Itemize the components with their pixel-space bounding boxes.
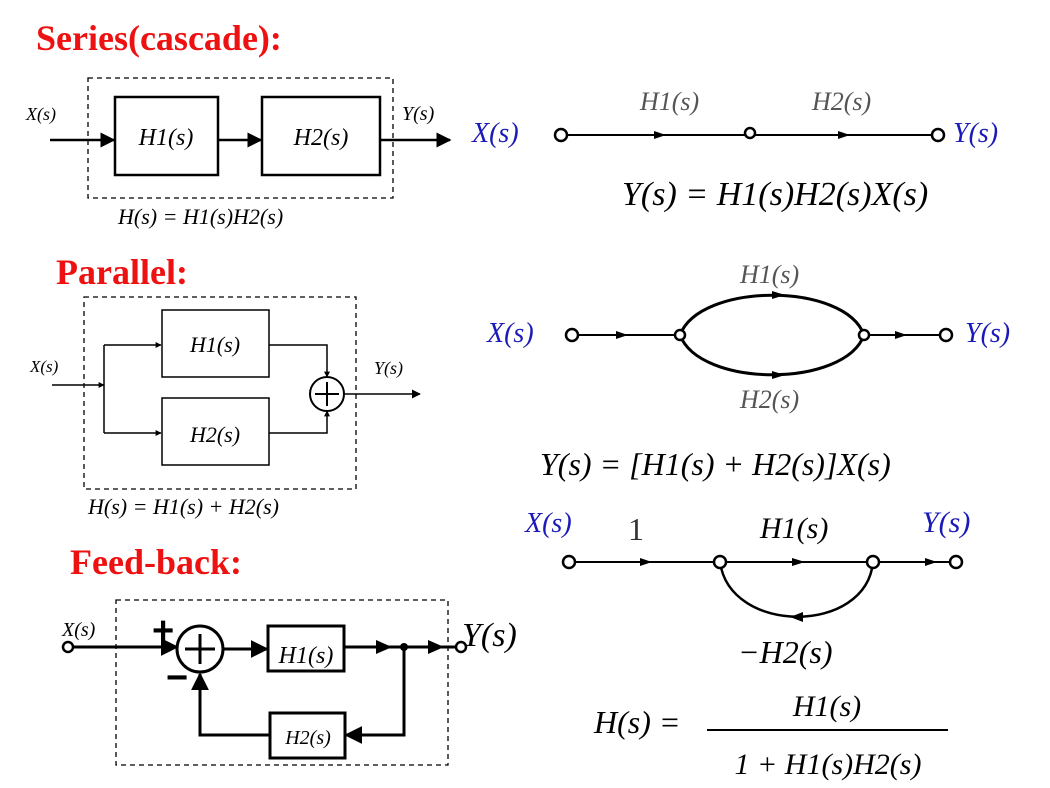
parallel-h2-block bbox=[161, 397, 270, 466]
feedback-block-diagram: X(s) + − H1(s) Y(s) H2(s) bbox=[61, 599, 517, 766]
series-flow-output-label: Y(s) bbox=[953, 118, 998, 149]
series-flow-output-node bbox=[930, 127, 946, 143]
series-flow-input-label: X(s) bbox=[471, 118, 519, 149]
feedback-h2-label: H2(s) bbox=[284, 727, 331, 749]
feedback-title: Feed-back: bbox=[70, 542, 242, 582]
series-h1-block bbox=[113, 95, 220, 177]
feedback-h1-label: H1(s) bbox=[278, 643, 334, 669]
series-flow-gain-2: H2(s) bbox=[811, 87, 871, 116]
feedback-plus-sign: + bbox=[152, 610, 174, 652]
series-flow-input-node bbox=[553, 127, 569, 143]
series-title: Series(cascade): bbox=[36, 18, 282, 58]
parallel-flow-join-node bbox=[857, 328, 871, 342]
series-system-boundary bbox=[87, 77, 394, 199]
feedback-equation-numerator: H1(s) bbox=[792, 690, 861, 723]
series-block-diagram: X(s) H1(s) H2(s) Y(s) H(s) = H1(s)H2(s) bbox=[25, 77, 452, 229]
parallel-flow-output-node bbox=[938, 327, 954, 343]
parallel-h1-label: H1(s) bbox=[189, 332, 240, 357]
feedback-flow-gain-back: −H2(s) bbox=[738, 634, 832, 670]
parallel-flow-split-node bbox=[673, 328, 687, 342]
feedback-flow-graph: X(s) 1 H1(s) Y(s) −H2(s) bbox=[524, 506, 970, 670]
parallel-system-boundary bbox=[83, 296, 357, 490]
series-h2-label: H2(s) bbox=[293, 125, 349, 151]
feedback-flow-left-node bbox=[712, 554, 728, 570]
series-block-output-label: Y(s) bbox=[402, 103, 435, 125]
series-flow-gain-1: H1(s) bbox=[639, 87, 699, 116]
parallel-output-equation: Y(s) = [H1(s) + H2(s)]X(s) bbox=[540, 446, 891, 482]
feedback-h2-block bbox=[268, 711, 347, 760]
feedback-block-output-label: Y(s) bbox=[462, 617, 517, 654]
parallel-block-input-label: X(s) bbox=[29, 357, 59, 376]
parallel-flow-input-node bbox=[564, 327, 580, 343]
parallel-flow-gain-top: H1(s) bbox=[739, 260, 799, 289]
parallel-h2-label: H2(s) bbox=[189, 422, 240, 447]
series-flow-arrow-2 bbox=[838, 131, 850, 139]
feedback-flow-input-node bbox=[561, 554, 577, 570]
feedback-output-node bbox=[454, 640, 468, 654]
feedback-equation-denominator: 1 + H1(s)H2(s) bbox=[735, 748, 922, 781]
series-flow-graph: X(s) H1(s) H2(s) Y(s) Y(s) = H1(s)H2(s)X… bbox=[471, 87, 998, 213]
feedback-transfer-equation: H(s) = H1(s) 1 + H1(s)H2(s) bbox=[593, 690, 948, 781]
series-block-input-label: X(s) bbox=[25, 104, 56, 125]
parallel-flow-graph: X(s) H1(s) H2(s) Y(s) Y(s) = [H1(s) + H2… bbox=[486, 260, 1010, 482]
parallel-h1-block bbox=[161, 309, 270, 378]
parallel-flow-gain-bottom: H2(s) bbox=[739, 385, 799, 414]
feedback-h1-block bbox=[266, 624, 346, 673]
series-h1-label: H1(s) bbox=[138, 125, 194, 151]
feedback-flow-output-label: Y(s) bbox=[922, 506, 970, 539]
series-output-equation: Y(s) = H1(s)H2(s)X(s) bbox=[622, 176, 928, 213]
parallel-title: Parallel: bbox=[56, 252, 188, 292]
feedback-input-node bbox=[61, 640, 75, 654]
feedback-flow-right-node bbox=[865, 554, 881, 570]
feedback-flow-output-node bbox=[948, 554, 964, 570]
parallel-block-output-label: Y(s) bbox=[374, 358, 403, 379]
parallel-block-diagram: X(s) H1(s) H2(s) Y(s) H(s) = H1(s) + H2(… bbox=[29, 296, 421, 519]
series-transfer-equation: H(s) = H1(s)H2(s) bbox=[117, 204, 283, 229]
series-flow-arrow-1 bbox=[654, 131, 666, 139]
feedback-equation-lhs: H(s) = bbox=[593, 704, 680, 740]
feedback-flow-input-label: X(s) bbox=[524, 508, 572, 539]
feedback-minus-sign: − bbox=[166, 657, 188, 699]
parallel-flow-output-label: Y(s) bbox=[965, 318, 1010, 349]
series-h2-block bbox=[260, 95, 382, 177]
feedback-system-boundary bbox=[115, 599, 449, 766]
feedback-flow-gain-forward: H1(s) bbox=[759, 512, 828, 545]
parallel-transfer-equation: H(s) = H1(s) + H2(s) bbox=[87, 494, 279, 519]
feedback-flow-gain-in: 1 bbox=[628, 511, 644, 547]
series-flow-middle-node bbox=[743, 126, 757, 140]
feedback-block-input-label: X(s) bbox=[61, 619, 96, 641]
parallel-flow-input-label: X(s) bbox=[486, 318, 534, 349]
